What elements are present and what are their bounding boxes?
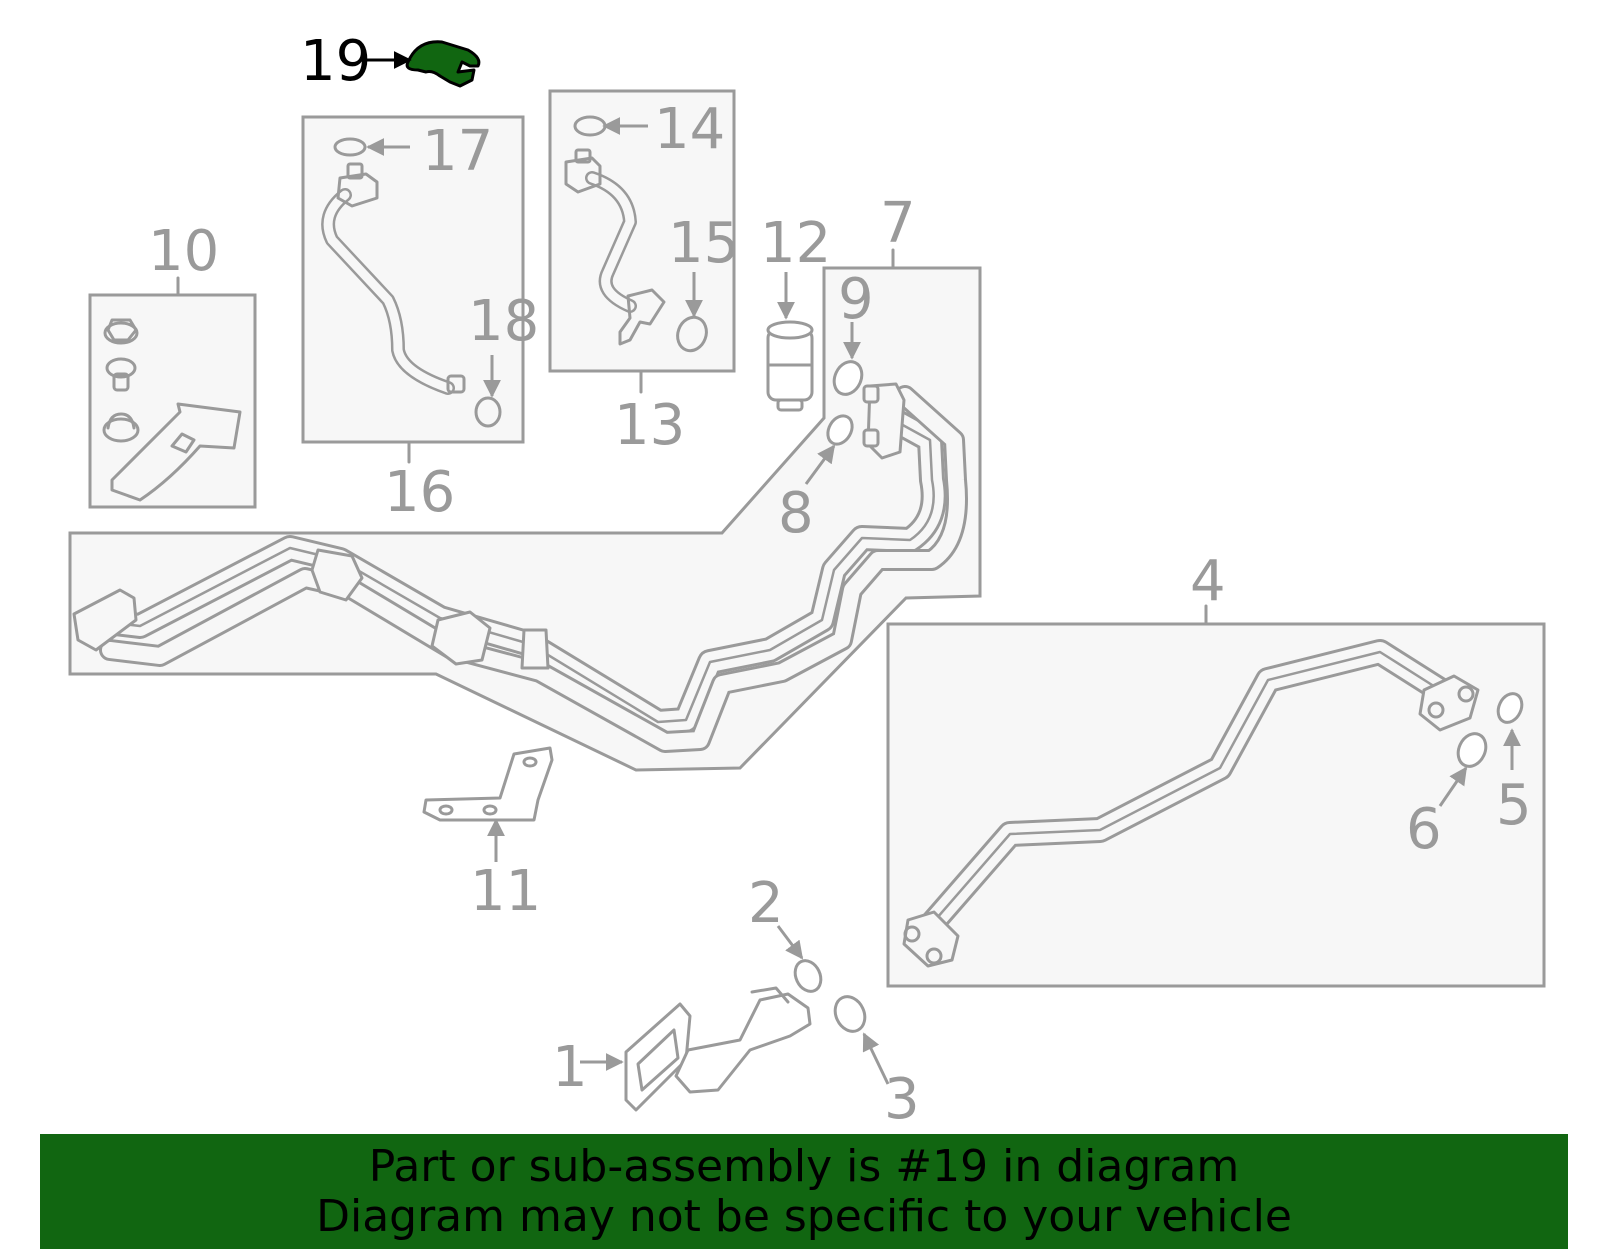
part-3-o-ring[interactable] xyxy=(830,992,871,1036)
callout-18: 18 xyxy=(468,289,539,354)
callout-3: 3 xyxy=(884,1067,920,1132)
callout-8: 8 xyxy=(778,481,814,546)
callout-7: 7 xyxy=(880,191,916,256)
part-7-pipe-assembly[interactable] xyxy=(68,266,982,772)
banner-line-disclaimer: Diagram may not be specific to your vehi… xyxy=(316,1191,1292,1242)
callout-17: 17 xyxy=(422,119,493,184)
part-9-o-ring[interactable] xyxy=(829,357,867,399)
callout-2: 2 xyxy=(748,871,784,936)
part-10-hardware-box[interactable] xyxy=(88,293,257,509)
part-19-clip[interactable] xyxy=(405,40,481,88)
banner-line-part: Part or sub-assembly is #19 in diagram xyxy=(368,1141,1240,1192)
part-info-banner: Part or sub-assembly is #19 in diagram D… xyxy=(40,1134,1568,1249)
part-1-expansion-valve[interactable] xyxy=(624,986,812,1112)
callout-10: 10 xyxy=(148,219,219,284)
part-2-o-ring[interactable] xyxy=(790,956,825,995)
part-11-bracket[interactable] xyxy=(422,746,554,822)
callout-12: 12 xyxy=(760,211,831,276)
callout-6: 6 xyxy=(1406,797,1442,862)
callout-16: 16 xyxy=(384,460,455,525)
callout-11: 11 xyxy=(470,859,541,924)
part-5-o-ring[interactable] xyxy=(1494,690,1527,726)
part-6-o-ring[interactable] xyxy=(1453,729,1491,771)
callout-15: 15 xyxy=(668,211,739,276)
callout-9: 9 xyxy=(838,267,874,332)
part-4-pipe-box[interactable] xyxy=(886,622,1546,988)
callout-14: 14 xyxy=(654,97,725,162)
callout-13: 13 xyxy=(614,393,685,458)
part-13-hose-box[interactable] xyxy=(548,89,736,373)
part-8-o-ring[interactable] xyxy=(823,412,857,449)
callout-19: 19 xyxy=(300,29,371,94)
callout-4: 4 xyxy=(1190,549,1226,614)
callout-5: 5 xyxy=(1496,773,1532,838)
part-12-pressure-switch[interactable] xyxy=(766,320,814,412)
callout-1: 1 xyxy=(552,1035,588,1100)
